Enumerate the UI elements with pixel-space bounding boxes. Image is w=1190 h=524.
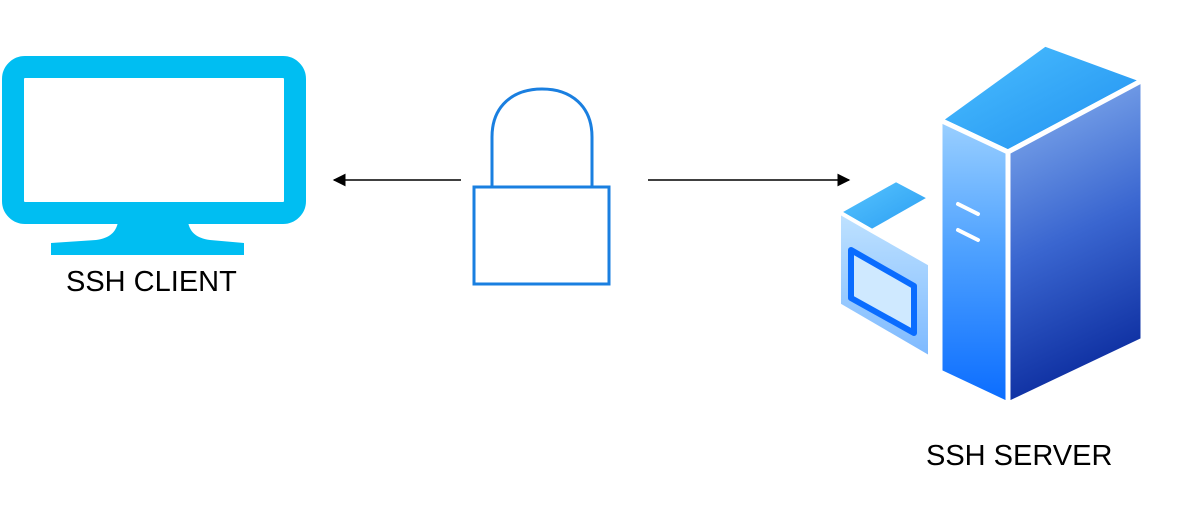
monitor-stand: [51, 222, 244, 255]
monitor-icon: [2, 56, 306, 255]
lock-body: [472, 185, 611, 286]
server-tower-slot-2: [956, 228, 980, 242]
server-tower-slot-1: [956, 202, 980, 216]
server-box-window: [848, 247, 917, 336]
lock-icon: [472, 87, 611, 286]
server-tower-side: [1005, 77, 1146, 407]
ssh-client-label: SSH CLIENT: [66, 266, 237, 298]
lock-shackle: [490, 87, 594, 187]
server-icon: [837, 41, 1146, 407]
server-tower-front: [937, 117, 1011, 407]
monitor-screen-frame: [2, 56, 306, 224]
ssh-server-label: SSH SERVER: [926, 440, 1113, 472]
